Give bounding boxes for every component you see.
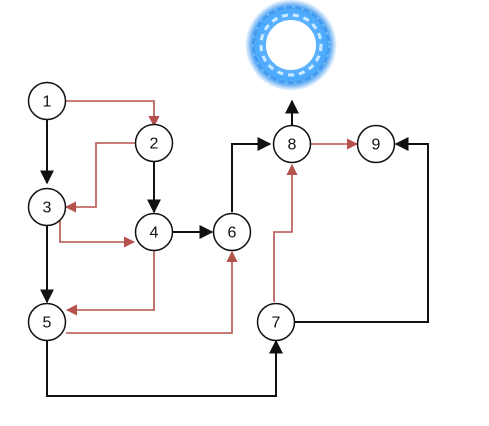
node-6: 6 [212,212,252,252]
node-7: 7 [256,302,296,342]
edge-6-8 [231,137,272,212]
node-6-label: 6 [228,225,237,242]
edge-7-9 [295,137,429,323]
node-3-label: 3 [43,200,52,217]
node-9-label: 9 [372,137,381,154]
node-9: 9 [356,124,396,164]
edge-7-8 [273,163,298,302]
blue-portal-ring-icon [245,0,337,91]
edge-5-6 [66,250,238,334]
node-1: 1 [27,81,67,121]
node-4-label: 4 [150,225,159,242]
edges [40,99,429,397]
node-2: 2 [134,123,174,163]
node-7-label: 7 [272,315,281,332]
node-8: 8 [272,124,312,164]
nodes: 1 2 3 4 5 6 7 8 [27,81,396,342]
edge-4-5 [65,251,155,316]
edge-3-4 [59,221,136,248]
node-8-label: 8 [288,137,297,154]
node-5-label: 5 [43,315,52,332]
node-3: 3 [27,187,67,227]
edge-2-3 [64,142,136,213]
edge-5-7 [46,339,283,397]
node-5: 5 [27,302,67,342]
node-4: 4 [134,212,174,252]
edge-1-2 [65,100,160,128]
node-2-label: 2 [150,136,159,153]
node-1-label: 1 [43,94,52,111]
